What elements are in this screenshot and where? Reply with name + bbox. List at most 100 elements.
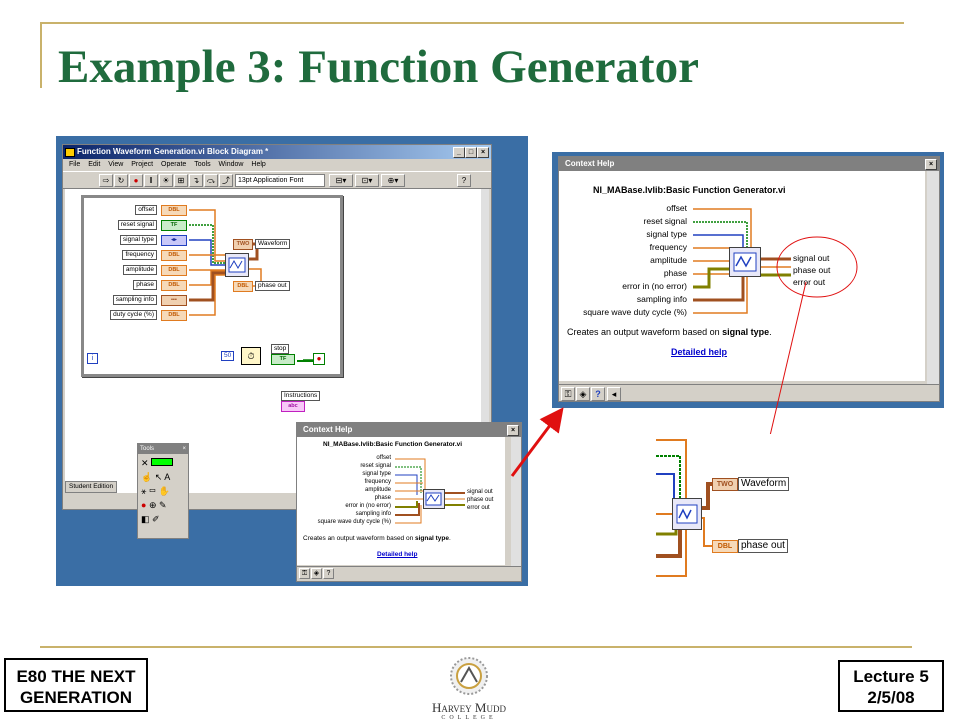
phase-out-terminal[interactable]: DBL — [233, 281, 253, 292]
align-icon[interactable]: ⊟▾ — [329, 174, 353, 187]
minimize-button[interactable]: _ — [453, 147, 465, 158]
auto-tool-icon[interactable]: ✕ — [141, 458, 149, 468]
brush-tool-icon[interactable]: ✐ — [152, 514, 160, 524]
zoom-vi-icon — [672, 498, 702, 530]
tools-palette[interactable]: Tools × ✕ ☝ ↖ A ⚹ ▭ ✋ ● ⊕ ✎ ◧ ✐ — [137, 443, 189, 539]
scroll-left-icon[interactable]: ◂ — [607, 387, 621, 401]
operate-tool-icon[interactable]: ☝ — [141, 472, 153, 482]
signal-type-terminal[interactable]: ◂▸ — [161, 235, 187, 246]
large-help-scrollbar[interactable] — [927, 171, 939, 385]
small-vi-name: NI_MABase.lvlib:Basic Function Generator… — [323, 441, 463, 448]
step-into-icon[interactable]: ↴ — [189, 174, 203, 187]
left-rule — [40, 22, 42, 88]
small-detail-icon[interactable]: ◈ — [311, 568, 322, 579]
zoom-phase-label: phase out — [738, 539, 788, 553]
run-arrow-icon[interactable]: ⇨ — [99, 174, 113, 187]
small-help-wires — [395, 458, 465, 524]
input-reset-signal-label: reset signal — [117, 220, 157, 230]
context-help-small-body: NI_MABase.lvlib:Basic Function Generator… — [297, 437, 505, 565]
run-continuous-icon[interactable]: ↻ — [114, 174, 128, 187]
shortcut-tool-icon[interactable]: ▭ — [148, 486, 157, 496]
stop-terminal[interactable]: TF — [271, 354, 295, 365]
loop-condition-icon[interactable]: ● — [313, 353, 325, 365]
college-seal-icon — [450, 657, 488, 695]
small-detailed-help-link[interactable]: Detailed help — [377, 551, 418, 558]
input-sampling-info-label: sampling info — [112, 295, 157, 305]
menu-window[interactable]: Window — [218, 161, 244, 168]
waveform-terminal[interactable]: TWO — [233, 239, 253, 250]
large-detail-icon[interactable]: ◈ — [576, 387, 590, 401]
wait-timer-icon[interactable]: ⏱ — [241, 347, 261, 365]
small-help-scrollbar[interactable] — [511, 437, 521, 567]
wait-constant[interactable]: 50 — [221, 351, 235, 361]
offset-terminal[interactable]: DBL — [161, 205, 187, 216]
duty-cycle-terminal[interactable]: DBL — [161, 310, 187, 321]
footer-course-box: E80 THE NEXT GENERATION — [4, 658, 148, 712]
menu-view[interactable]: View — [108, 161, 124, 168]
context-help-large-close[interactable]: × — [925, 159, 937, 170]
menu-help[interactable]: Help — [251, 161, 266, 168]
vertical-scrollbar[interactable] — [481, 189, 489, 493]
phase-out-label: phase out — [255, 281, 290, 291]
function-generator-vi-icon[interactable] — [225, 253, 249, 277]
zoom-detail: TWO Waveform DBL phase out — [656, 434, 796, 592]
large-lock-icon[interactable]: ⚿ — [561, 387, 575, 401]
instructions-terminal[interactable]: abc — [281, 401, 305, 412]
small-help-icon[interactable]: ? — [323, 568, 334, 579]
context-help-window-small: Context Help × NI_MABase.lvlib:Basic Fun… — [296, 422, 522, 582]
large-help-icon[interactable]: ? — [591, 387, 605, 401]
large-input-1: reset signal — [643, 216, 687, 226]
small-lock-icon[interactable]: ⚿ — [299, 568, 310, 579]
wire-tool-icon[interactable]: ⚹ — [141, 486, 147, 496]
color-copy-tool-icon[interactable]: ✎ — [159, 500, 167, 510]
sampling-info-terminal[interactable]: ▪▪▪ — [161, 295, 187, 306]
abort-icon[interactable]: ● — [129, 174, 143, 187]
large-input-6: error in (no error) — [622, 281, 687, 291]
menu-project[interactable]: Project — [131, 161, 154, 168]
tools-grid: ✕ ☝ ↖ A ⚹ ▭ ✋ ● ⊕ ✎ ◧ ✐ — [138, 454, 188, 528]
large-output-2: error out — [793, 277, 826, 287]
menu-file[interactable]: File — [69, 161, 81, 168]
menu-operate[interactable]: Operate — [161, 161, 187, 168]
menu-edit[interactable]: Edit — [88, 161, 101, 168]
context-help-frame: Context Help × NI_MABase.lvlib:Basic Fun… — [552, 152, 944, 408]
reset-signal-terminal[interactable]: TF — [161, 220, 187, 231]
breakpoint-tool-icon[interactable]: ● — [141, 500, 147, 510]
close-button[interactable]: × — [477, 147, 489, 158]
font-selector[interactable]: 13pt Application Font — [235, 174, 325, 187]
label-tool-icon[interactable]: A — [164, 472, 171, 482]
step-over-icon[interactable]: ⤼ — [204, 174, 218, 187]
footer-lecture-line2: 2/5/08 — [867, 688, 915, 707]
phase-terminal[interactable]: DBL — [161, 280, 187, 291]
help-icon[interactable]: ? — [457, 174, 471, 187]
large-output-0: signal out — [793, 253, 830, 263]
maximize-button[interactable]: □ — [465, 147, 477, 158]
while-loop[interactable] — [81, 195, 343, 377]
retain-wire-icon[interactable]: ⊞ — [174, 174, 188, 187]
top-rule — [40, 22, 904, 24]
tools-close-icon[interactable]: × — [182, 446, 186, 452]
distribute-icon[interactable]: ⊡▾ — [355, 174, 379, 187]
footer-lecture-line1: Lecture 5 — [853, 667, 929, 686]
context-help-small-close[interactable]: × — [507, 425, 519, 436]
large-detailed-help-link[interactable]: Detailed help — [671, 347, 728, 357]
diagram-canvas[interactable]: offset reset signal signal type frequenc… — [65, 189, 483, 539]
frequency-terminal[interactable]: DBL — [161, 250, 187, 261]
menu-tools[interactable]: Tools — [194, 161, 211, 168]
pause-icon[interactable]: ‖ — [144, 174, 158, 187]
step-out-icon[interactable]: ⤴ — [219, 174, 233, 187]
position-tool-icon[interactable]: ↖ — [154, 472, 163, 482]
input-amplitude-label: amplitude — [122, 265, 157, 275]
color-tool-icon[interactable]: ◧ — [141, 514, 150, 524]
large-description: Creates an output waveform based on sign… — [567, 327, 772, 337]
logo-subtext: COLLEGE — [441, 715, 497, 721]
instructions-label: Instructions — [281, 391, 321, 401]
amplitude-terminal[interactable]: DBL — [161, 265, 187, 276]
scroll-tool-icon[interactable]: ✋ — [158, 486, 170, 496]
footer-course-line1: E80 THE NEXT — [16, 667, 136, 686]
highlight-icon[interactable]: ☀ — [159, 174, 173, 187]
reorder-icon[interactable]: ⊕▾ — [381, 174, 405, 187]
probe-tool-icon[interactable]: ⊕ — [148, 500, 157, 510]
context-help-window-large: Context Help × NI_MABase.lvlib:Basic Fun… — [558, 156, 940, 402]
context-help-small-titlebar: Context Help × — [297, 423, 521, 437]
